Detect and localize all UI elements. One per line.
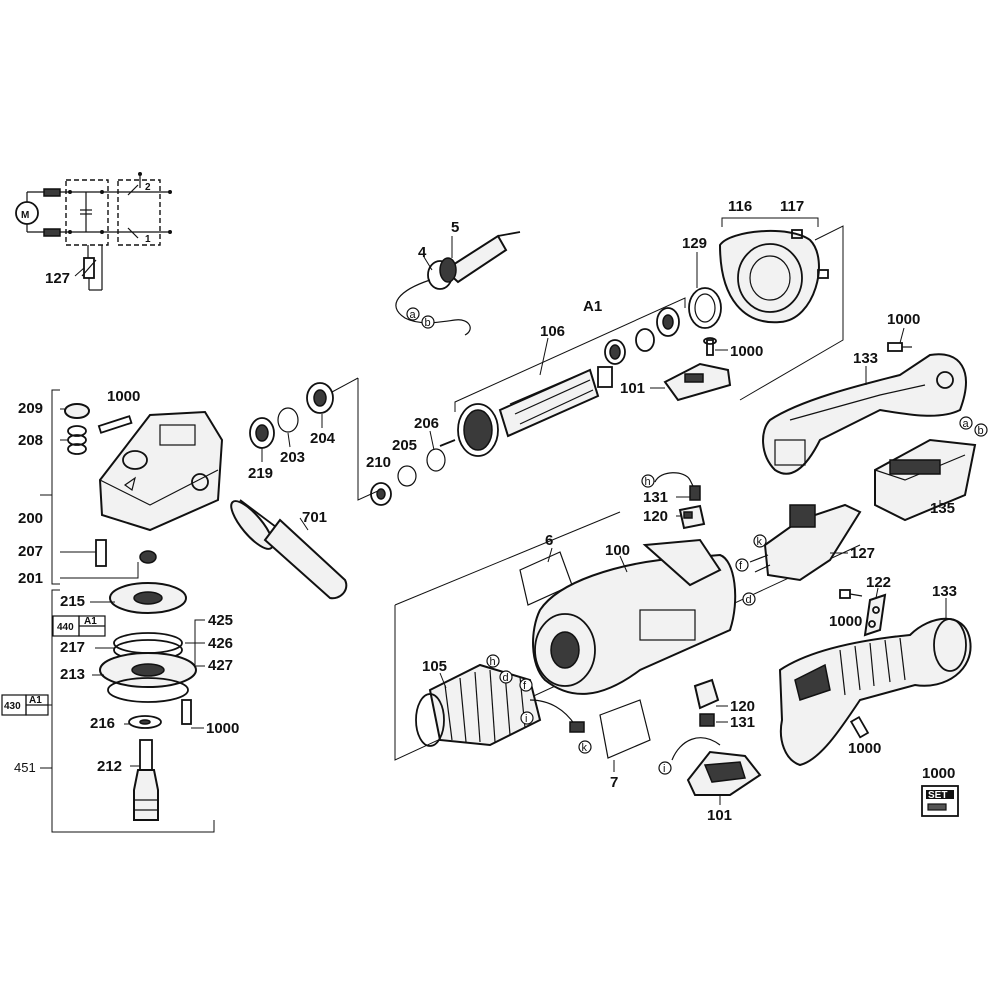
connector-a-cord: a (410, 309, 417, 321)
rear-handle-grip: 133 1000 (778, 583, 972, 767)
label-7: 7 (610, 774, 618, 791)
label-219: 219 (248, 465, 273, 482)
connector-d-stator: d (503, 672, 509, 684)
svg-text:M: M (21, 210, 29, 221)
label-133-top: 133 (853, 350, 878, 367)
electronics-module-127: k f d 127 (735, 503, 875, 606)
label-701: 701 (302, 509, 327, 526)
switch-pole-2: 2 (145, 182, 151, 193)
connector-i-stator: i (525, 713, 527, 725)
label-215: 215 (60, 593, 85, 610)
side-handle-701: 701 (230, 499, 348, 600)
switch-135: 135 (874, 438, 977, 522)
label-427: 427 (208, 657, 233, 674)
connector-h-stator: h (490, 656, 496, 668)
label-213: 213 (60, 666, 85, 683)
label-1000-set: 1000 (922, 765, 955, 782)
set-badge-text: SET (928, 790, 947, 801)
connector-d-module: d (746, 594, 752, 606)
switch-cover-bottom: 120 131 i 101 (658, 678, 762, 824)
label-a1-440: A1 (84, 616, 97, 627)
label-207: 207 (18, 543, 43, 560)
label-131-bottom: 131 (730, 714, 755, 731)
armature-group: A1 106 (439, 297, 686, 457)
label-1000-a: 1000 (730, 343, 763, 360)
label-205: 205 (392, 437, 417, 454)
label-a1-430: A1 (29, 695, 42, 706)
label-212: 212 (97, 758, 122, 775)
label-426: 426 (208, 635, 233, 652)
switch-pole-1: 1 (145, 234, 151, 245)
label-4: 4 (418, 244, 427, 261)
label-105: 105 (422, 658, 447, 675)
label-216: 216 (90, 715, 115, 732)
label-210: 210 (366, 454, 391, 471)
label-127-schematic: 127 (45, 270, 70, 287)
bearing-group: 219 203 204 (248, 377, 381, 501)
suppressor-top: h 131 120 (641, 472, 706, 530)
label-217: 217 (60, 639, 85, 656)
label-430: 430 (4, 701, 21, 712)
label-a1-armature: A1 (583, 298, 602, 315)
spindle-group: 215 440 A1 217 425 426 427 213 430 A1 21… (1, 582, 239, 833)
label-101-top: 101 (620, 380, 645, 397)
connector-b-handle: b (978, 425, 984, 437)
connector-k-module: k (757, 536, 763, 548)
label-100: 100 (605, 542, 630, 559)
label-135: 135 (930, 500, 955, 517)
wiring-schematic: M 2 1 127 (15, 172, 172, 291)
rear-handle-top: 1000 133 a b (762, 311, 988, 475)
switch-cover-top: 1000 101 (620, 337, 763, 402)
connector-f-stator: f (523, 680, 527, 692)
label-106: 106 (540, 323, 565, 340)
label-131-top: 131 (643, 489, 668, 506)
label-440: 440 (57, 622, 74, 633)
cord-clamp-122: 122 1000 (829, 574, 891, 637)
label-120-top: 120 (643, 508, 668, 525)
small-rings-group: 206 205 210 (366, 415, 446, 506)
label-451: 451 (14, 760, 36, 775)
label-1000-f: 1000 (848, 740, 881, 757)
label-201: 201 (18, 570, 43, 587)
motor-housing-group: 6 100 105 7 h d f i k (394, 511, 861, 791)
connector-h-suppressor: h (645, 476, 651, 488)
label-6: 6 (545, 532, 553, 549)
connector-b-cord: b (425, 317, 431, 329)
label-208: 208 (18, 432, 43, 449)
label-133-bottom: 133 (932, 583, 957, 600)
label-120-bottom: 120 (730, 698, 755, 715)
label-116: 116 (728, 198, 752, 215)
label-209: 209 (18, 400, 43, 417)
label-425: 425 (208, 612, 233, 629)
label-117: 117 (780, 198, 804, 215)
label-200: 200 (18, 510, 43, 527)
connector-f-module: f (739, 560, 743, 572)
label-127-part: 127 (850, 545, 875, 562)
fan-baffle-group: 116 117 129 (682, 198, 844, 401)
connector-i-cover: i (663, 763, 665, 775)
label-1000-c: 1000 (107, 388, 140, 405)
label-1000-e: 1000 (206, 720, 239, 737)
power-cord-group: 5 4 a b (395, 219, 521, 336)
label-101-bottom: 101 (707, 807, 732, 824)
label-129: 129 (682, 235, 707, 252)
label-204: 204 (310, 430, 336, 447)
connector-a-handle: a (963, 418, 970, 430)
label-122: 122 (866, 574, 891, 591)
label-203: 203 (280, 449, 305, 466)
connector-k-stator: k (582, 742, 588, 754)
label-1000-d: 1000 (829, 613, 862, 630)
screw-set-badge: 1000 SET (921, 765, 959, 817)
label-206: 206 (414, 415, 439, 432)
label-1000-b: 1000 (887, 311, 920, 328)
label-5: 5 (451, 219, 459, 236)
gear-housing-group: 209 1000 208 200 207 201 (18, 388, 224, 587)
